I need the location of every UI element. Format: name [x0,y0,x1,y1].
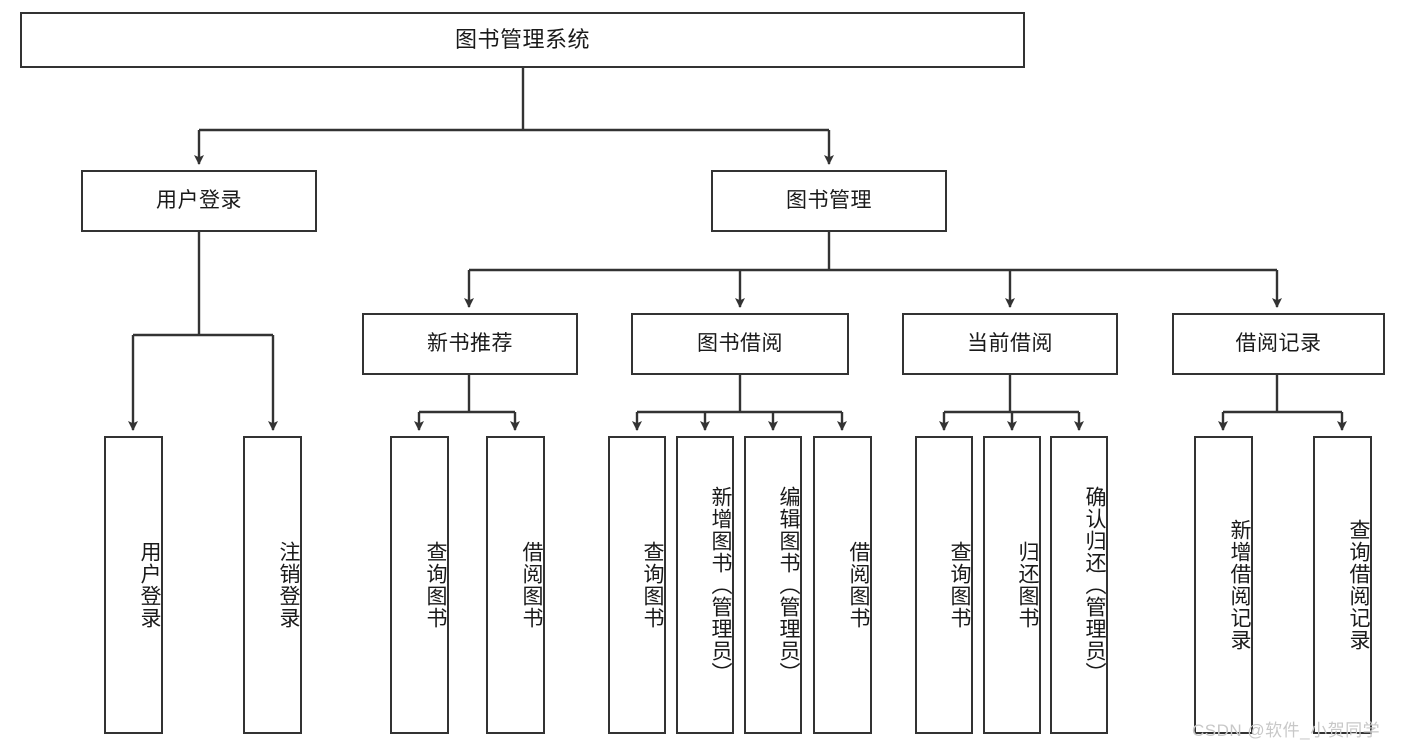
leaf-borrow-book-2-label: 借阅图书 [847,541,870,629]
node-root-label: 图书管理系统 [454,27,590,53]
leaf-confirm-return[interactable]: 确认归还（管理员） [1050,436,1108,734]
edge-root-to-level2 [194,68,834,165]
leaf-query-book-3[interactable]: 查询图书 [915,436,973,734]
leaf-borrow-book-1-label: 借阅图书 [520,541,543,629]
leaf-add-record[interactable]: 新增借阅记录 [1194,436,1253,734]
node-new-book-recommend[interactable]: 新书推荐 [362,313,578,375]
node-user-login-label: 用户登录 [156,188,242,212]
leaf-user-logout[interactable]: 注销登录 [243,436,302,734]
leaf-borrow-book-1[interactable]: 借阅图书 [486,436,545,734]
edge-bookmgmt-to-level3 [464,232,1282,308]
node-borrow-record-label: 借阅记录 [1235,331,1322,355]
edge-userlogin-to-leaves [128,232,278,431]
edge-recommend-to-leaves [414,375,520,431]
csdn-watermark: CSDN @软件_小贺同学 [1192,721,1381,740]
leaf-edit-book-label: 编辑图书（管理员） [777,486,800,684]
node-user-login[interactable]: 用户登录 [81,170,317,232]
node-current-borrow-label: 当前借阅 [967,331,1053,355]
leaf-user-logout-label: 注销登录 [277,541,300,629]
edge-record-to-leaves [1218,375,1347,431]
leaf-query-record-label: 查询借阅记录 [1347,519,1370,651]
leaf-query-book-2-label: 查询图书 [641,541,664,629]
node-new-book-recommend-label: 新书推荐 [427,331,513,355]
node-root[interactable]: 图书管理系统 [20,12,1025,68]
leaf-return-book[interactable]: 归还图书 [983,436,1041,734]
node-book-borrow-label: 图书借阅 [697,331,783,355]
leaf-query-book-2[interactable]: 查询图书 [608,436,666,734]
leaf-return-book-label: 归还图书 [1016,541,1039,629]
node-book-management-label: 图书管理 [786,188,872,212]
edge-current-to-leaves [939,375,1084,431]
leaf-add-book-label: 新增图书（管理员） [709,486,732,684]
node-book-borrow[interactable]: 图书借阅 [631,313,849,375]
node-book-management[interactable]: 图书管理 [711,170,947,232]
leaf-add-book[interactable]: 新增图书（管理员） [676,436,734,734]
leaf-add-record-label: 新增借阅记录 [1228,519,1251,651]
leaf-query-book-1[interactable]: 查询图书 [390,436,449,734]
leaf-borrow-book-2[interactable]: 借阅图书 [813,436,872,734]
node-borrow-record[interactable]: 借阅记录 [1172,313,1385,375]
node-current-borrow[interactable]: 当前借阅 [902,313,1118,375]
leaf-query-record[interactable]: 查询借阅记录 [1313,436,1372,734]
leaf-query-book-1-label: 查询图书 [424,541,447,629]
leaf-confirm-return-label: 确认归还（管理员） [1083,486,1106,684]
leaf-user-login-label: 用户登录 [138,541,161,629]
edge-borrow-to-leaves [632,375,847,431]
leaf-edit-book[interactable]: 编辑图书（管理员） [744,436,802,734]
leaf-query-book-3-label: 查询图书 [948,541,971,629]
leaf-user-login[interactable]: 用户登录 [104,436,163,734]
